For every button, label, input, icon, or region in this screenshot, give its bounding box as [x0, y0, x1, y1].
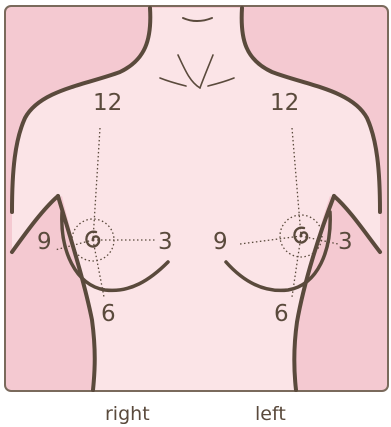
right-clock-3: 3	[158, 229, 173, 255]
left-clock-6: 6	[274, 301, 289, 327]
right-clock-6: 6	[101, 301, 116, 327]
left-clock-12: 12	[270, 90, 299, 116]
left-side-label: left	[255, 403, 286, 425]
right-side-label: right	[105, 403, 150, 425]
left-clock-9: 9	[213, 229, 228, 255]
left-clock-3: 3	[338, 229, 353, 255]
right-clock-9: 9	[37, 229, 52, 255]
right-clock-12: 12	[93, 90, 122, 116]
